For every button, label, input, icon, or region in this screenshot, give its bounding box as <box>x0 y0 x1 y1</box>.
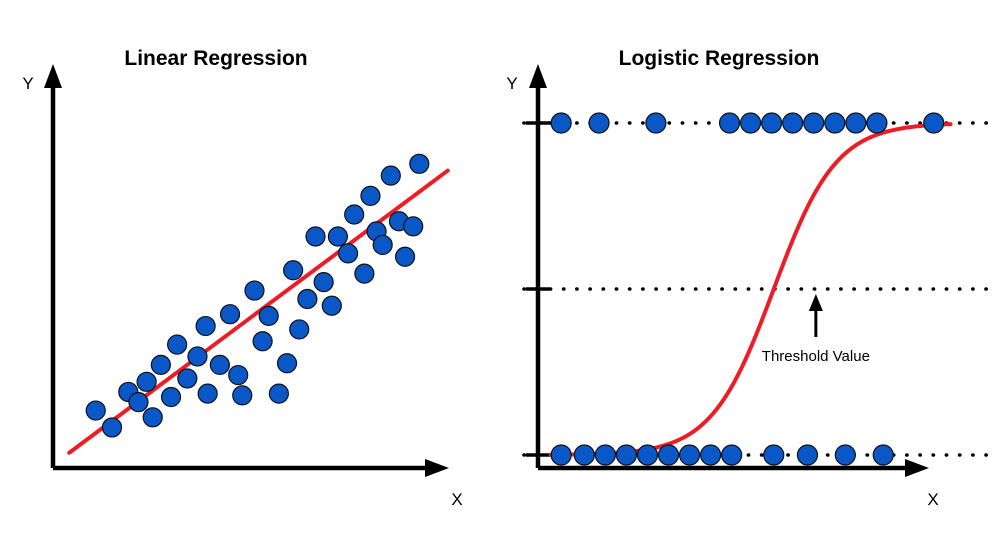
threshold-annotation-label: Threshold Value <box>762 348 870 365</box>
data-point <box>344 204 365 225</box>
data-point-class-0 <box>657 444 680 466</box>
data-point <box>101 417 123 438</box>
logistic-guide-lines <box>522 121 989 457</box>
data-point <box>268 383 289 404</box>
data-point <box>321 295 342 316</box>
data-point <box>219 304 241 325</box>
data-point-class-0 <box>721 444 743 466</box>
logistic-y-axis <box>529 64 547 468</box>
data-point-class-0 <box>615 444 638 466</box>
data-point-class-0 <box>636 444 659 466</box>
linear-y-axis-label: Y <box>22 74 33 93</box>
data-point <box>244 280 265 301</box>
data-point <box>327 226 348 247</box>
linear-y-axis <box>44 64 62 468</box>
data-point-class-0 <box>700 444 722 466</box>
data-point-class-0 <box>872 444 894 466</box>
data-point <box>209 354 230 376</box>
data-point-class-0 <box>594 444 616 466</box>
linear-scatter-points <box>85 153 430 438</box>
data-point <box>228 364 249 386</box>
data-point-class-0 <box>763 444 785 466</box>
data-point <box>283 260 304 281</box>
logistic-y-axis-label: Y <box>506 74 517 93</box>
linear-x-axis <box>53 459 449 477</box>
data-point-class-1 <box>718 112 741 134</box>
logistic-x-axis <box>538 459 929 477</box>
data-point <box>380 165 401 186</box>
logistic-regression-chart: Logistic Regression Y X Threshold Value <box>506 47 989 509</box>
sigmoid-path <box>548 122 953 457</box>
logistic-scatter-points <box>550 112 945 466</box>
linear-regression-line <box>67 168 450 455</box>
linear-x-axis-label: X <box>451 490 462 509</box>
data-point <box>150 354 171 376</box>
linear-chart-title: Linear Regression <box>124 47 307 70</box>
data-point-class-0 <box>573 444 595 466</box>
data-point <box>276 353 298 374</box>
data-point-class-1 <box>845 112 867 134</box>
data-point <box>354 263 375 284</box>
data-point <box>313 272 334 293</box>
data-point <box>142 407 163 428</box>
data-point-class-1 <box>782 112 804 134</box>
data-point <box>372 234 393 256</box>
logistic-sigmoid-curve <box>548 122 953 457</box>
data-point <box>136 371 157 392</box>
data-point <box>289 319 310 340</box>
data-point <box>394 246 416 267</box>
data-point <box>167 334 188 355</box>
data-point-class-0 <box>550 444 572 466</box>
data-point-class-1 <box>761 112 783 134</box>
data-point <box>360 185 381 207</box>
data-point <box>252 331 273 352</box>
data-point <box>297 288 318 310</box>
data-point-class-0 <box>834 444 856 466</box>
data-point-class-0 <box>796 444 819 466</box>
data-point <box>85 400 106 421</box>
logistic-chart-title: Logistic Regression <box>619 47 820 70</box>
data-point-class-0 <box>678 444 701 466</box>
data-point-class-1 <box>645 112 667 134</box>
data-point <box>409 153 430 174</box>
data-point <box>195 315 216 337</box>
data-point <box>160 386 182 408</box>
logistic-x-axis-label: X <box>927 490 938 509</box>
data-point <box>403 216 424 237</box>
data-point-class-1 <box>550 112 572 134</box>
data-point <box>337 243 359 264</box>
data-point-class-1 <box>740 112 762 134</box>
data-point <box>305 226 326 247</box>
data-point <box>177 368 198 389</box>
data-point <box>197 383 218 404</box>
data-point-class-1 <box>824 112 846 134</box>
data-point <box>258 305 279 326</box>
data-point-class-1 <box>588 112 610 134</box>
regression-fit-line <box>67 168 450 455</box>
data-point-class-1 <box>803 112 825 134</box>
data-point <box>232 385 253 406</box>
data-point-class-1 <box>923 112 945 134</box>
threshold-annotation: Threshold Value <box>762 294 870 365</box>
data-point <box>128 391 149 413</box>
data-point <box>187 346 208 367</box>
data-point-class-1 <box>866 112 888 134</box>
linear-regression-chart: Linear Regression Y X <box>22 47 462 509</box>
